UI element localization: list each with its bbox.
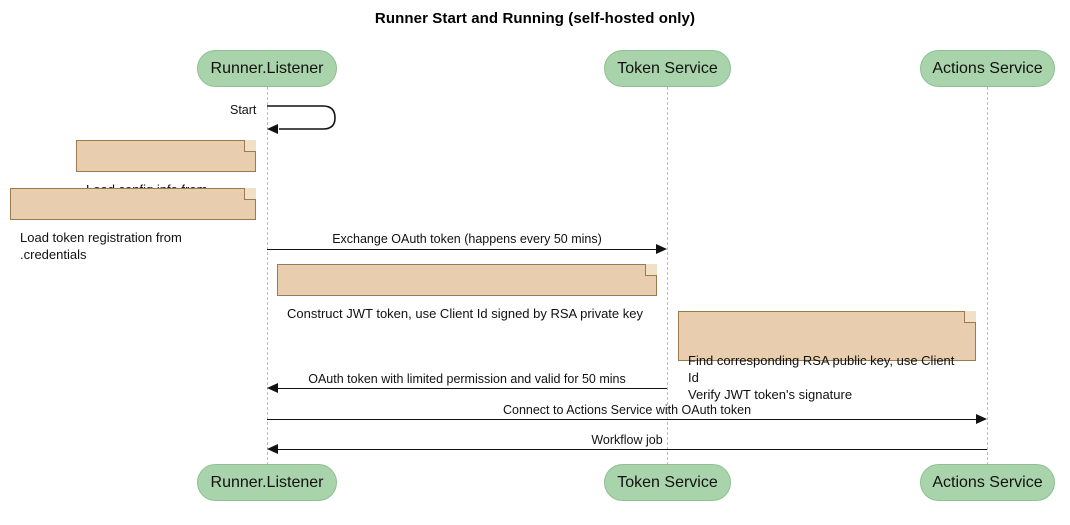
note-text: Load token registration from .credential… — [20, 230, 182, 262]
participant-label: Runner.Listener — [210, 59, 324, 77]
message-label-exchange-oauth-token: Exchange OAuth token (happens every 50 m… — [332, 232, 602, 246]
note-fold-corner — [964, 311, 976, 323]
note-fold-corner — [244, 140, 256, 152]
note-text: Construct JWT token, use Client Id signe… — [287, 306, 643, 321]
self-message-start-loop — [267, 105, 336, 130]
participant-actions-top[interactable]: Actions Service — [920, 50, 1055, 87]
message-arrowhead-oauth-token-returned — [267, 382, 278, 393]
participant-runner-bottom[interactable]: Runner.Listener — [197, 464, 337, 501]
message-label-connect-actions-service: Connect to Actions Service with OAuth to… — [502, 403, 752, 417]
note-construct-jwt-token: Construct JWT token, use Client Id signe… — [277, 264, 657, 321]
lifeline-token — [667, 87, 668, 465]
lifeline-actions — [987, 87, 988, 465]
note-load-token-registration: Load token registration from .credential… — [10, 188, 256, 262]
message-line-workflow-job — [278, 449, 987, 450]
message-arrowhead-workflow-job — [267, 443, 278, 454]
participant-label: Token Service — [617, 59, 718, 77]
message-line-connect-actions-service — [267, 419, 977, 420]
message-arrowhead-connect-actions-service — [976, 413, 987, 424]
note-verify-jwt-signature: Find corresponding RSA public key, use C… — [678, 311, 976, 402]
message-label-oauth-token-returned: OAuth token with limited permission and … — [308, 372, 626, 386]
participant-token-top[interactable]: Token Service — [604, 50, 731, 87]
message-arrowhead-exchange-oauth-token — [656, 243, 667, 254]
participant-label: Actions Service — [932, 59, 1043, 77]
note-fold-corner — [645, 264, 657, 276]
participant-label: Runner.Listener — [210, 473, 324, 491]
participant-actions-bottom[interactable]: Actions Service — [920, 464, 1055, 501]
diagram-title: Runner Start and Running (self-hosted on… — [374, 10, 696, 27]
message-label-workflow-job: Workflow job — [591, 433, 663, 447]
participant-label: Token Service — [617, 473, 718, 491]
message-label-start: Start — [230, 103, 257, 117]
lifeline-runner — [267, 87, 268, 465]
self-message-start-arrowhead — [267, 123, 278, 134]
participant-token-bottom[interactable]: Token Service — [604, 464, 731, 501]
note-load-config: Load config info from .runner — [76, 140, 256, 214]
message-line-oauth-token-returned — [278, 388, 667, 389]
note-fold-corner — [244, 188, 256, 200]
participant-runner-top[interactable]: Runner.Listener — [197, 50, 337, 87]
participant-label: Actions Service — [932, 473, 1043, 491]
note-text: Find corresponding RSA public key, use C… — [688, 353, 955, 402]
message-line-exchange-oauth-token — [267, 249, 657, 250]
